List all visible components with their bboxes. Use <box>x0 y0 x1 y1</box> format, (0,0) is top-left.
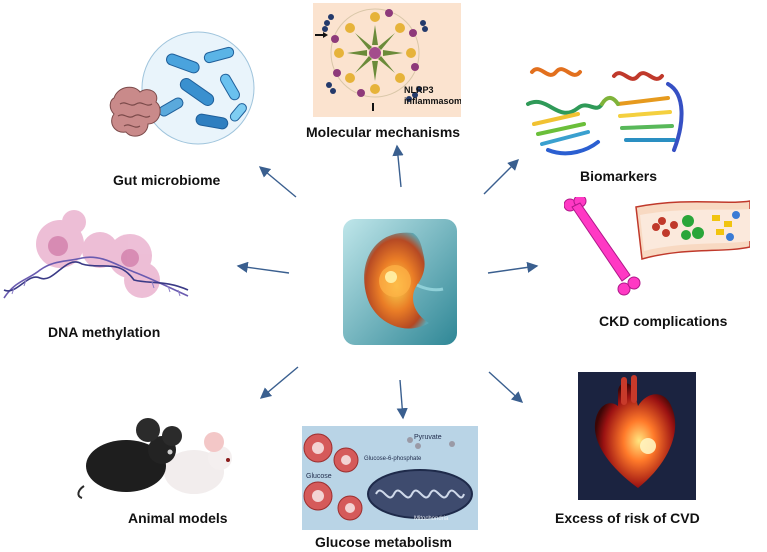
inset-inflammasome: inflammasome <box>404 96 461 106</box>
dna-methylation-image <box>2 210 194 310</box>
label-biomarkers: Biomarkers <box>580 168 658 184</box>
ckd-complications-image <box>564 197 750 301</box>
arrow-biomarkers <box>483 159 519 195</box>
dna-helix-icon <box>3 210 189 299</box>
label-animal-models: Animal models <box>128 510 228 526</box>
arrow-animal <box>259 366 299 399</box>
cvd-image <box>578 372 696 500</box>
inset-nlrp3: NLRP3 <box>404 85 434 95</box>
inflammasome-image: NLRP3 inflammasome <box>313 3 461 117</box>
mice-icon <box>77 418 232 499</box>
mitochondrion-icon: Pyruvate Glucose-6-phosphate Glucose Mit… <box>302 426 478 530</box>
arrow-gut <box>258 166 297 198</box>
gut-microbiome-image <box>108 28 258 160</box>
biomarkers-image <box>518 54 696 162</box>
bone-and-vessel-icon <box>564 197 750 296</box>
label-dna-methylation: DNA methylation <box>48 324 161 340</box>
label-molecular-mechanisms: Molecular mechanisms <box>306 124 461 140</box>
arrow-cvd <box>488 371 524 403</box>
inset-pyruvate: Pyruvate <box>414 434 442 441</box>
inflammasome-icon: NLRP3 inflammasome <box>313 3 461 117</box>
heart-icon <box>578 372 696 500</box>
arrow-glucose <box>396 379 408 420</box>
arrow-molecular <box>392 144 404 188</box>
kidney-icon <box>343 219 457 345</box>
kidney-image <box>343 219 457 345</box>
protein-structure-icon <box>526 67 684 156</box>
label-gut-microbiome: Gut microbiome <box>113 172 221 188</box>
label-excess-risk-cvd: Excess of risk of CVD <box>555 510 700 526</box>
inset-g6p: Glucose-6-phosphate <box>364 456 422 462</box>
arrow-ckd <box>487 261 539 274</box>
bacteria-icon <box>109 31 255 145</box>
label-ckd-complications: CKD complications <box>599 313 728 329</box>
inset-glucose: Glucose <box>306 473 332 480</box>
label-glucose-metabolism: Glucose metabolism <box>315 534 452 550</box>
animal-models-image <box>74 400 234 500</box>
arrow-dna <box>236 261 290 274</box>
inset-mitochondria: Mitochondria <box>414 516 449 522</box>
glucose-metabolism-image: Pyruvate Glucose-6-phosphate Glucose Mit… <box>302 426 478 530</box>
